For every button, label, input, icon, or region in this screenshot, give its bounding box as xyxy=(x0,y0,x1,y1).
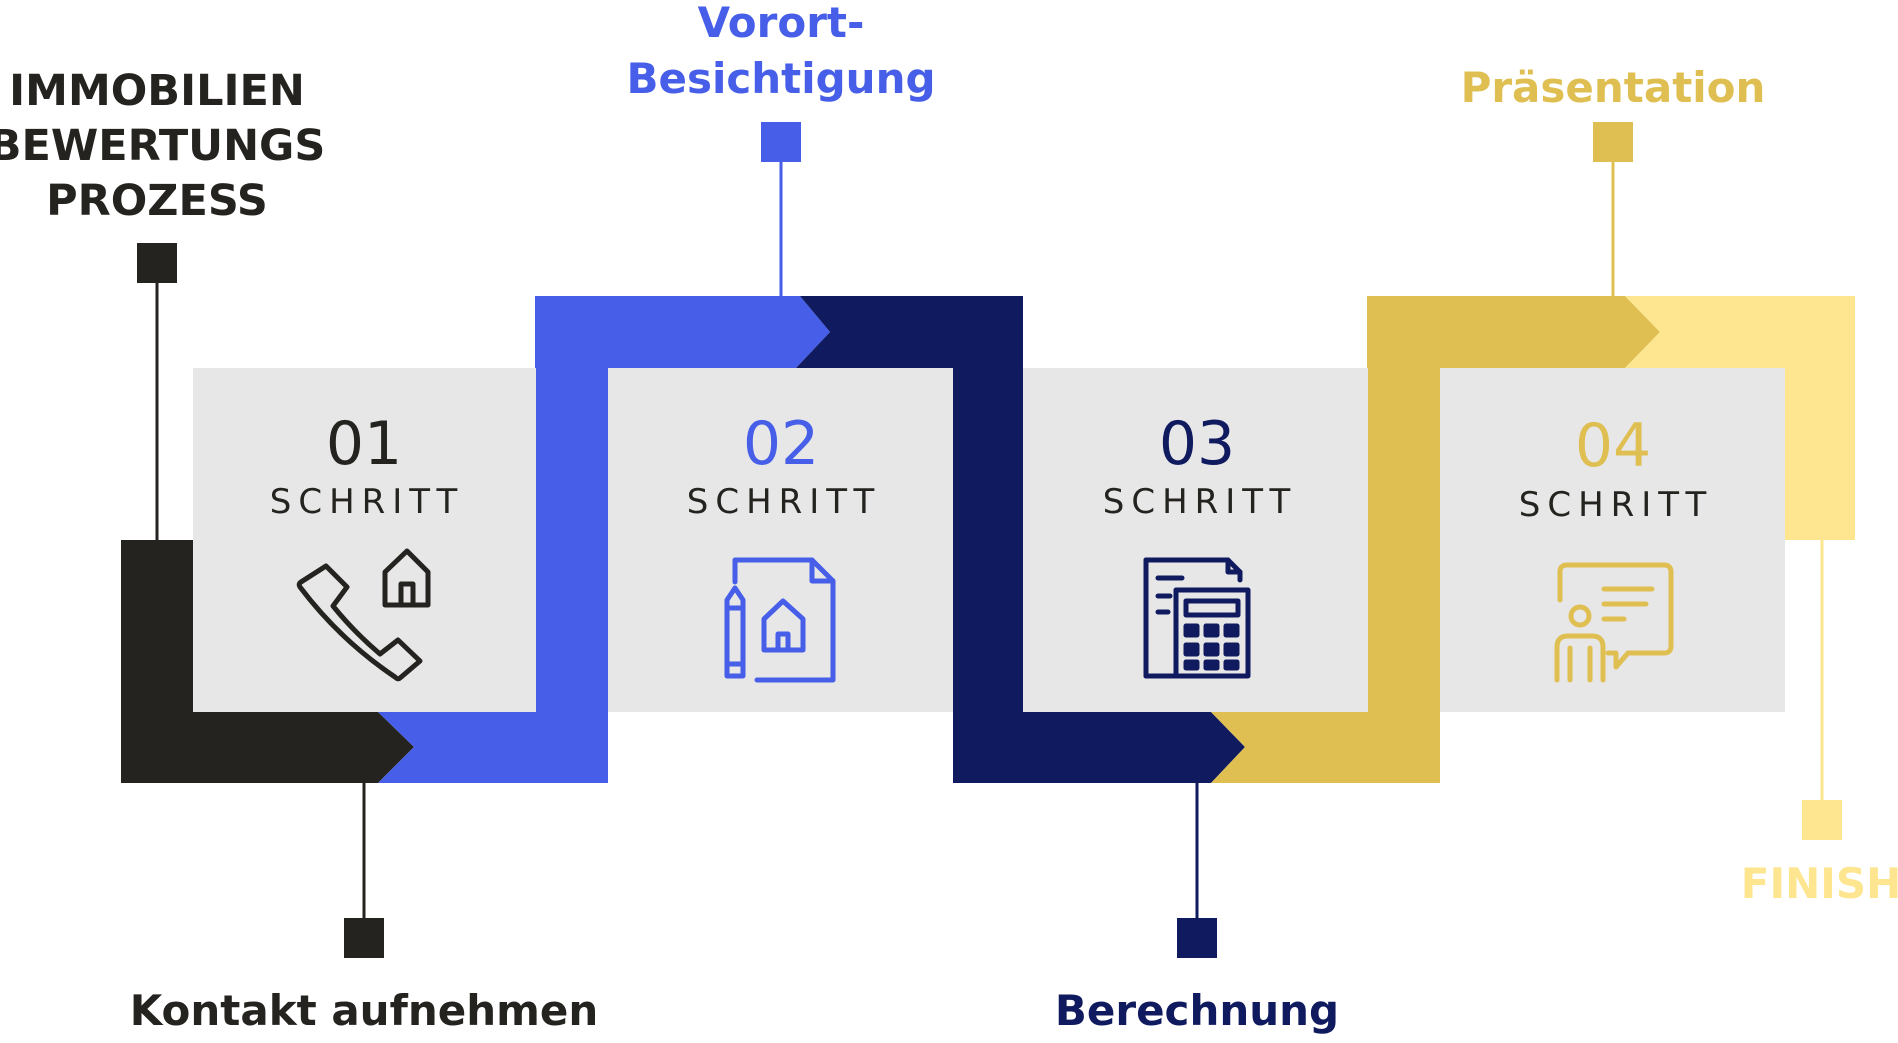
phone-house-icon xyxy=(296,548,431,682)
step-2-label-line-1: Vorort- xyxy=(698,0,865,47)
finish-label: FINISH xyxy=(1741,859,1898,908)
connector-square-step-2 xyxy=(761,122,801,162)
step-1-word: SCHRITT xyxy=(270,482,464,522)
step-3-word: SCHRITT xyxy=(1103,482,1297,522)
step-4-label: Präsentation xyxy=(1461,63,1766,112)
document-house-pencil-icon xyxy=(724,557,836,683)
band-segment-gold xyxy=(1211,296,1660,783)
presentation-board-icon xyxy=(1554,562,1674,683)
connector-square-step-4 xyxy=(1593,122,1633,162)
step-2-label-line-2: Besichtigung xyxy=(626,54,935,103)
step-1-number: 01 xyxy=(326,409,402,479)
step-panel-2 xyxy=(608,368,953,712)
step-3-number: 03 xyxy=(1159,409,1235,479)
band-segment-blue xyxy=(378,296,830,783)
step-4-word: SCHRITT xyxy=(1519,485,1713,525)
connector-square-step-1 xyxy=(344,918,384,958)
calculator-document-icon xyxy=(1143,557,1251,679)
step-2-word: SCHRITT xyxy=(687,482,881,522)
diagram-title-line-1: IMMOBILIEN xyxy=(9,66,305,116)
step-3-label: Berechnung xyxy=(1055,986,1339,1035)
connector-square-finish xyxy=(1802,800,1842,840)
step-2-number: 02 xyxy=(743,409,819,479)
band-segment-black xyxy=(121,540,414,783)
diagram-title-line-2: BEWERTUNGS xyxy=(0,121,325,171)
connector-square-step-3 xyxy=(1177,918,1217,958)
diagram-title-line-3: PROZESS xyxy=(46,176,268,226)
band-segment-navy xyxy=(796,296,1245,783)
step-1-label: Kontakt aufnehmen xyxy=(130,986,599,1035)
connector-square-title xyxy=(137,243,177,283)
band-segment-lightgold xyxy=(1625,296,1855,540)
step-4-number: 04 xyxy=(1575,411,1651,481)
